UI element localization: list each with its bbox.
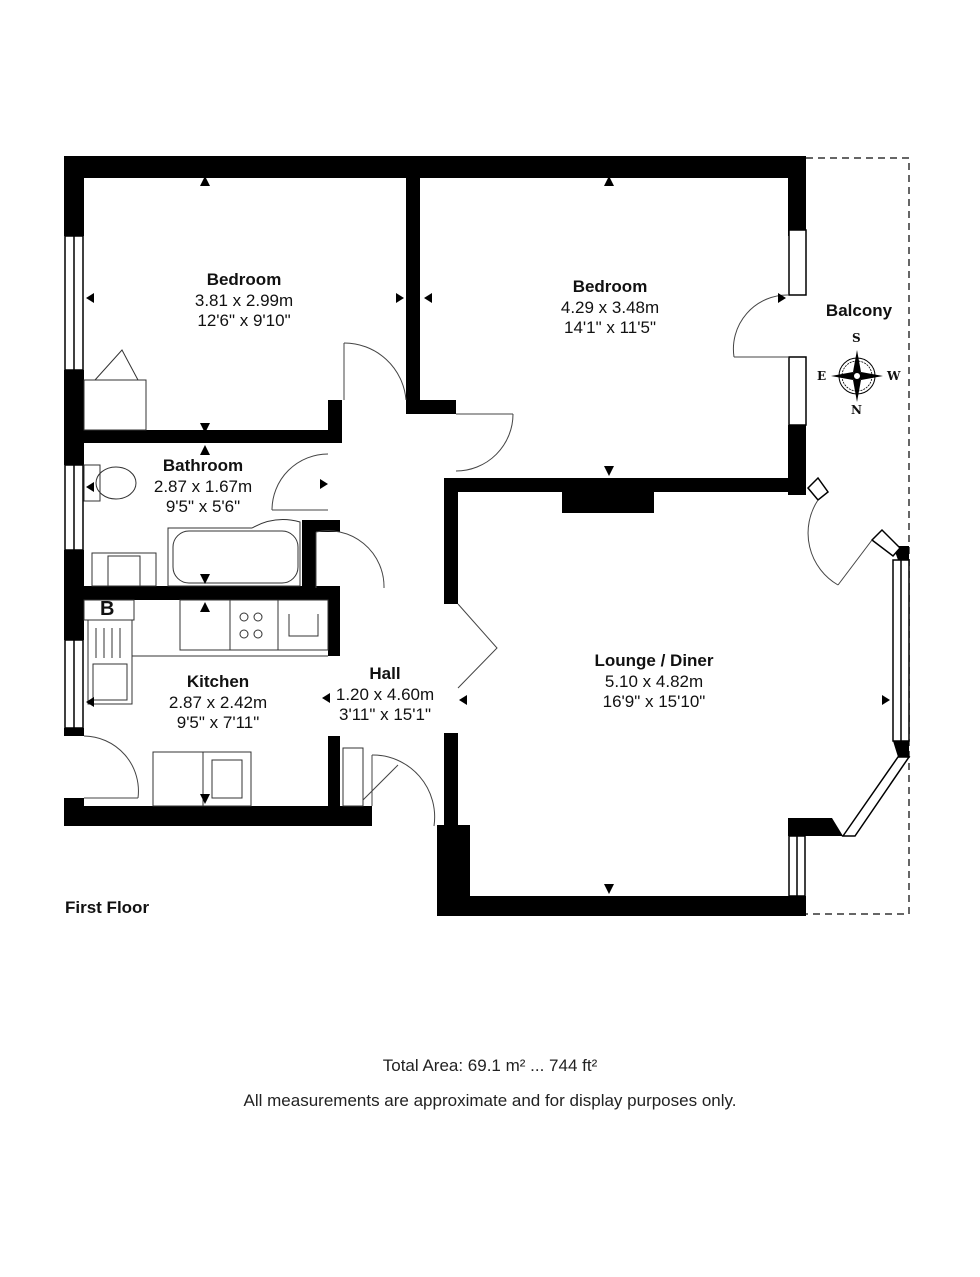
walls (64, 156, 909, 916)
room-imperial: 3'11" x 15'1" (339, 705, 431, 725)
room-metric: 4.29 x 3.48m (560, 297, 660, 317)
room-label-balcony: Balcony (826, 301, 892, 322)
room-label-kitchen: Kitchen 2.87 x 2.42m 9'5" x 7'11" (169, 672, 267, 734)
floor-label: First Floor (65, 898, 150, 917)
compass-east-label: E (817, 369, 827, 383)
room-label-bedroom-2: Bedroom 4.29 x 3.48m 14'1" x 11'5" (561, 277, 659, 339)
room-imperial: 9'5" x 7'11" (176, 713, 260, 733)
boiler-label: B (100, 598, 115, 620)
room-name: Balcony (825, 301, 893, 320)
room-label-hall: Hall 1.20 x 4.60m 3'11" x 15'1" (336, 664, 434, 726)
compass-rose-icon (831, 350, 883, 402)
room-metric: 2.87 x 2.42m (168, 692, 268, 712)
room-label-lounge-diner: Lounge / Diner 5.10 x 4.82m 16'9" x 15'1… (595, 651, 714, 713)
room-imperial: 14'1" x 11'5" (564, 318, 656, 338)
room-label-bathroom: Bathroom 2.87 x 1.67m 9'5" x 5'6" (154, 456, 252, 518)
room-name: Kitchen (186, 672, 250, 691)
fixtures (83, 349, 364, 807)
room-metric: 3.81 x 2.99m (194, 290, 294, 310)
compass-south-label: S (852, 331, 861, 345)
room-name: Bedroom (206, 270, 282, 289)
room-name: Bedroom (572, 277, 648, 296)
compass-west-label: W (887, 369, 901, 383)
total-area: Total Area: 69.1 m² ... 744 ft² (382, 1056, 598, 1075)
room-imperial: 16'9" x 15'10" (602, 692, 706, 712)
room-name: Bathroom (162, 456, 244, 475)
room-metric: 1.20 x 4.60m (335, 684, 435, 704)
balcony-outline (806, 157, 910, 915)
room-metric: 5.10 x 4.82m (604, 671, 704, 691)
room-name: Hall (369, 664, 401, 683)
room-imperial: 12'6" x 9'10" (197, 311, 291, 331)
dimension-markers (86, 176, 890, 894)
room-metric: 2.87 x 1.67m (153, 476, 253, 496)
compass-north-label: N (851, 403, 862, 417)
room-name: Lounge / Diner (594, 651, 714, 670)
doors (83, 294, 873, 827)
disclaimer: All measurements are approximate and for… (243, 1091, 737, 1110)
windows (64, 229, 911, 897)
room-imperial: 9'5" x 5'6" (165, 497, 241, 517)
room-label-bedroom-1: Bedroom 3.81 x 2.99m 12'6" x 9'10" (195, 270, 293, 332)
